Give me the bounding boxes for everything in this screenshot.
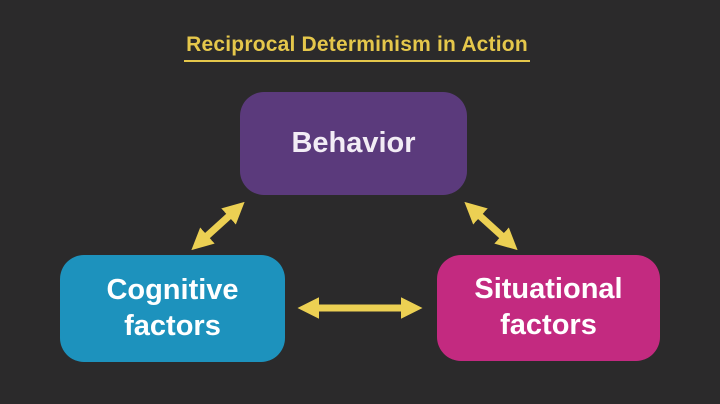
cognitive-factors-label: Cognitive factors bbox=[106, 273, 239, 342]
title-row: Reciprocal Determinism in Action bbox=[0, 33, 714, 62]
slide-title: Reciprocal Determinism in Action bbox=[184, 33, 530, 62]
situational-factors-label: Situational factors bbox=[474, 273, 623, 341]
arrow-behavior-cognitive bbox=[191, 201, 245, 251]
arrow-behavior-situational bbox=[464, 201, 518, 251]
behavior-label: Behavior bbox=[291, 126, 416, 159]
cognitive-factors-box: Cognitive factors bbox=[60, 255, 285, 362]
behavior-box: Behavior bbox=[240, 92, 467, 195]
situational-factors-box: Situational factors bbox=[437, 255, 660, 361]
